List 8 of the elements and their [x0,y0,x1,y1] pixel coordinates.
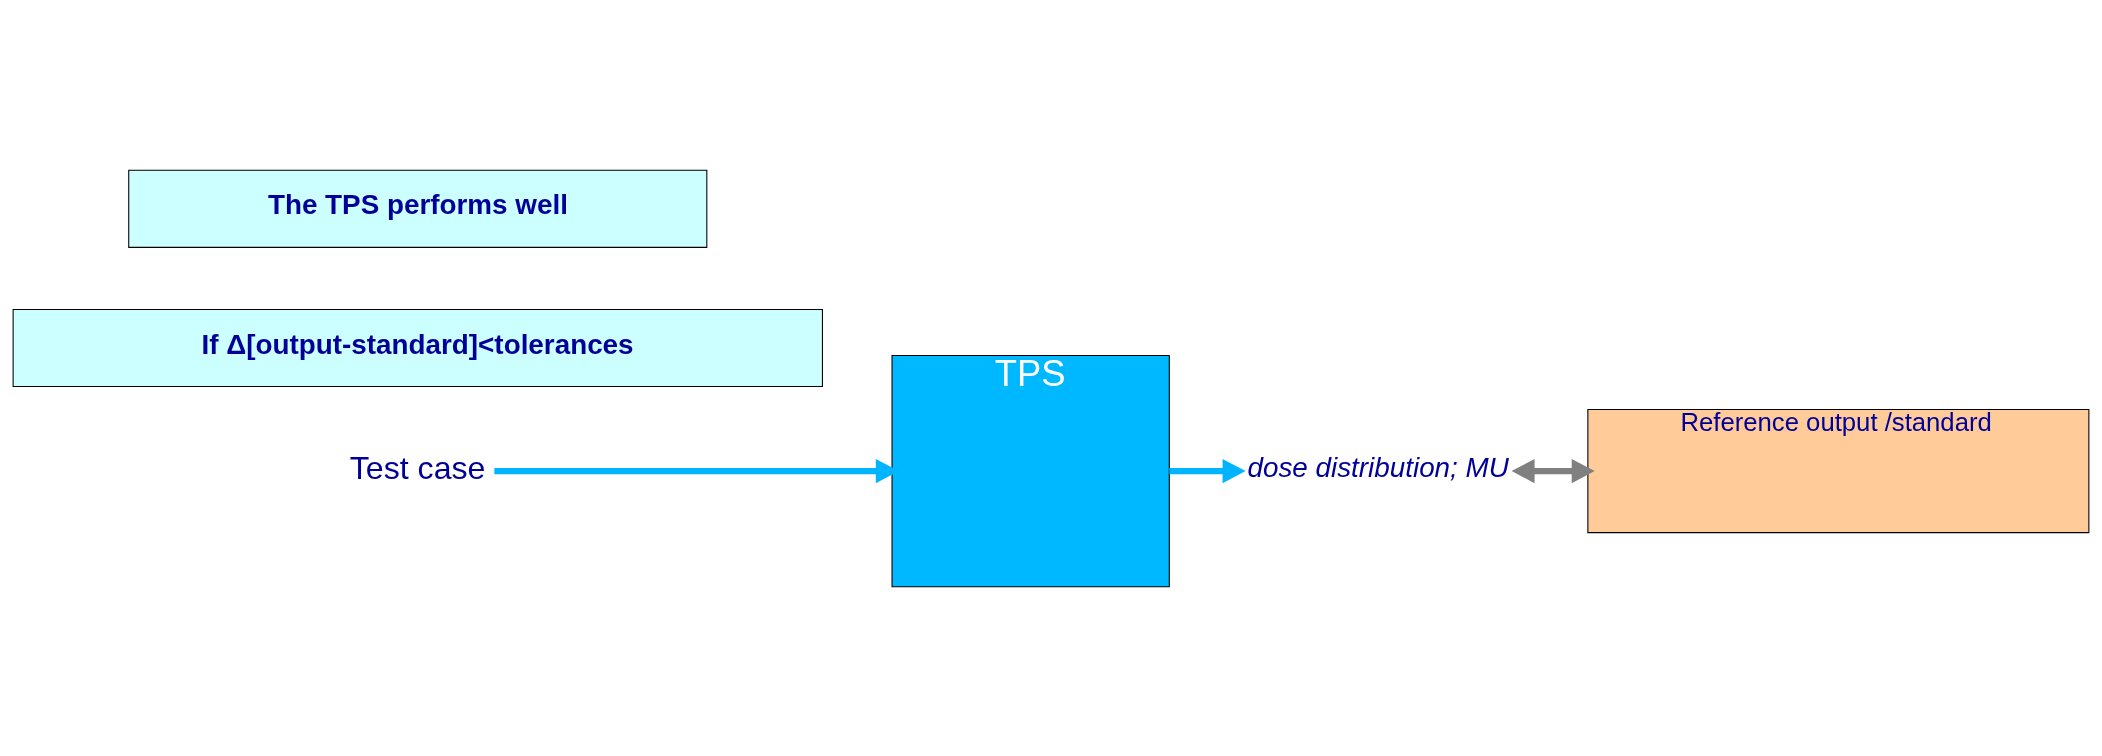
node-box: TPS [891,354,1170,587]
node-text: dose distribution; MU [1247,451,1509,483]
arrow [1169,458,1246,483]
node-box: If Δ[output-standard]<tolerances [12,308,823,387]
arrow [1511,458,1595,483]
node-box: The TPS performs well [128,169,708,248]
node-box: Reference output /standard [1587,408,2090,533]
node-text: Test case [349,449,486,486]
